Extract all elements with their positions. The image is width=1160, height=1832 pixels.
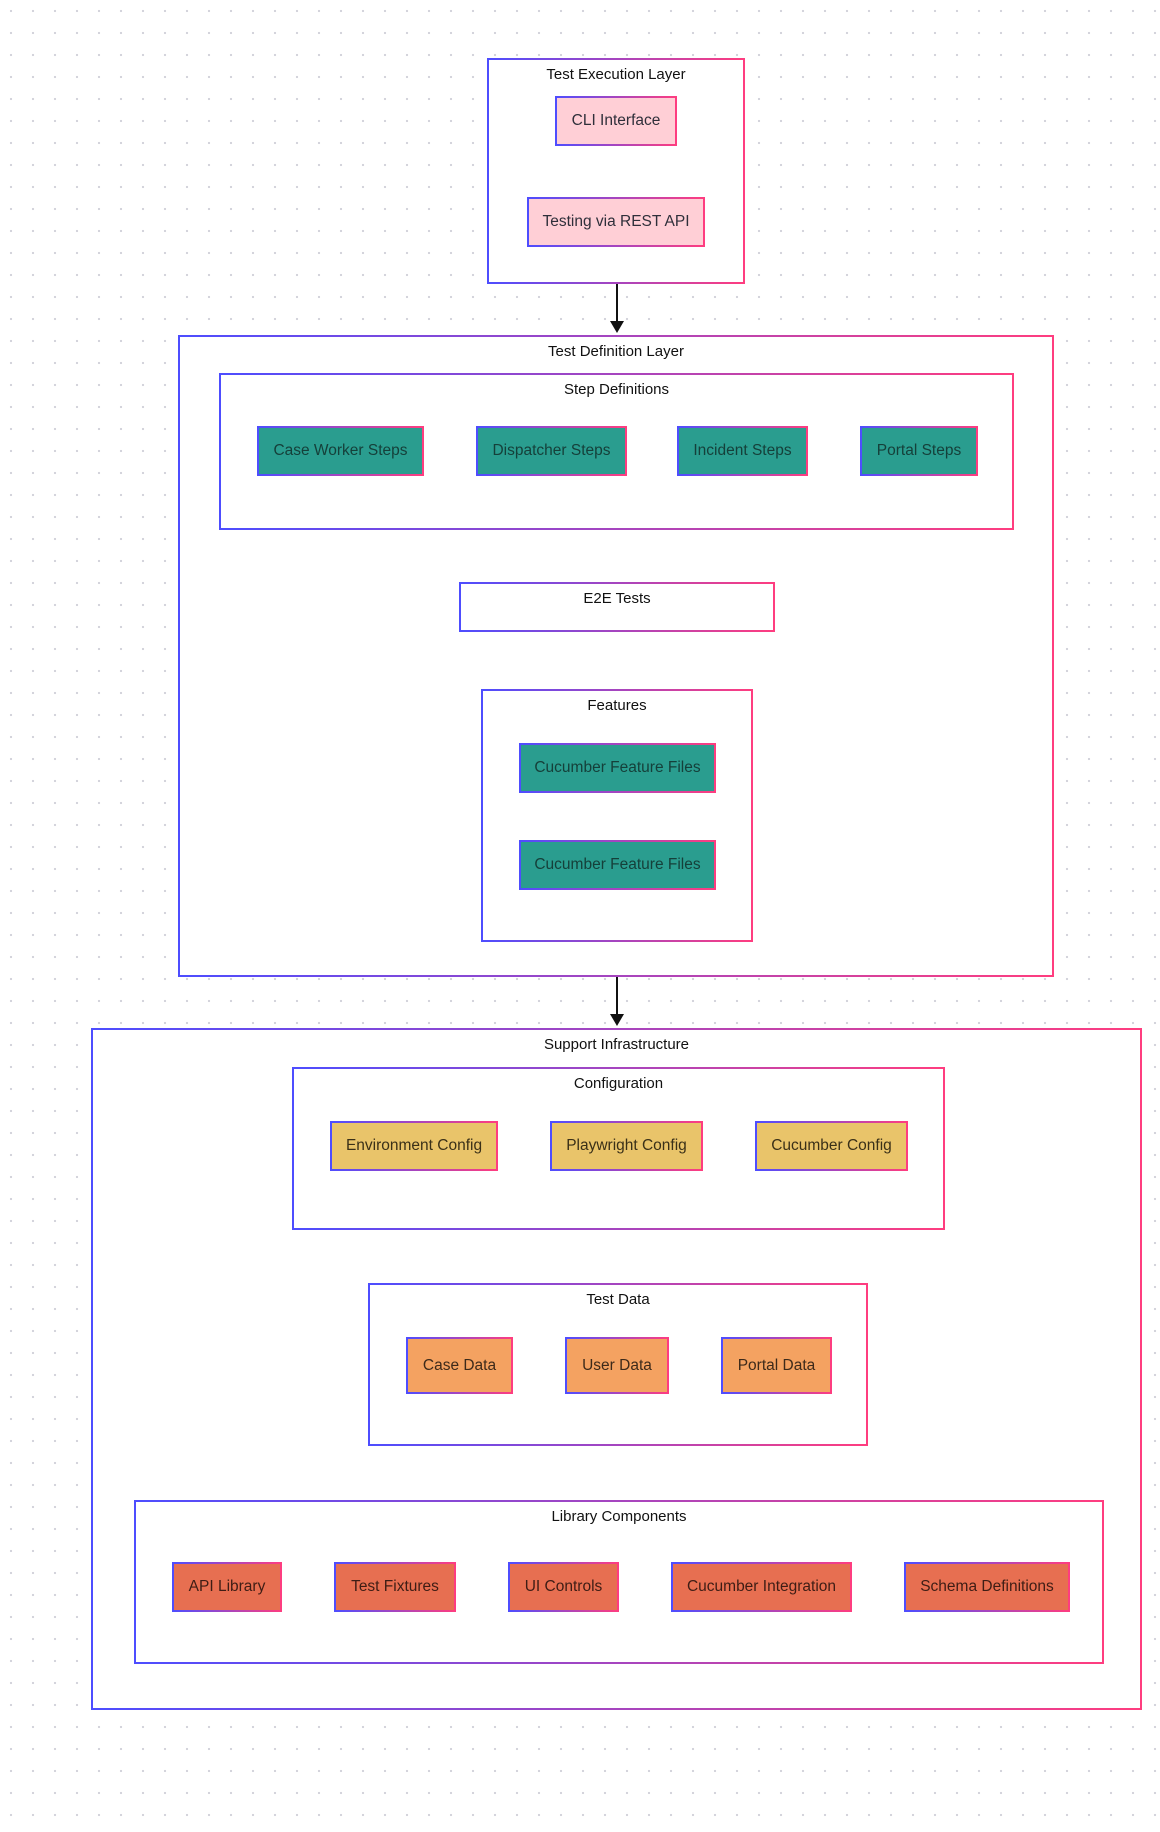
test-execution-layer-title: Test Execution Layer xyxy=(546,66,686,83)
definition-to-support-arrow xyxy=(610,977,624,1026)
cucumber-config-node[interactable]: Cucumber Config xyxy=(755,1121,908,1171)
schema-definitions-node[interactable]: Schema Definitions xyxy=(904,1562,1070,1612)
rest-api-testing-node[interactable]: Testing via REST API xyxy=(527,197,705,247)
execution-to-definition-arrow xyxy=(610,284,624,333)
library-components-title: Library Components xyxy=(551,1508,687,1525)
test-data-group: Test Data Case Data User Data Portal Dat… xyxy=(368,1283,868,1446)
environment-config-node[interactable]: Environment Config xyxy=(330,1121,498,1171)
library-components-group: Library Components API Library Test Fixt… xyxy=(134,1500,1104,1664)
dispatcher-steps-node[interactable]: Dispatcher Steps xyxy=(476,426,627,476)
configuration-group: Configuration Environment Config Playwri… xyxy=(292,1067,945,1230)
test-definition-layer-title: Test Definition Layer xyxy=(548,343,684,360)
api-library-node[interactable]: API Library xyxy=(172,1562,282,1612)
configuration-title: Configuration xyxy=(573,1075,664,1092)
case-data-node[interactable]: Case Data xyxy=(406,1337,513,1394)
portal-data-node[interactable]: Portal Data xyxy=(721,1337,832,1394)
playwright-config-node[interactable]: Playwright Config xyxy=(550,1121,703,1171)
cucumber-feature-files-node[interactable]: Cucumber Feature Files xyxy=(519,840,716,890)
case-worker-steps-node[interactable]: Case Worker Steps xyxy=(257,426,424,476)
features-title: Features xyxy=(587,697,647,714)
incident-steps-node[interactable]: Incident Steps xyxy=(677,426,808,476)
e2e-tests-group: E2E Tests xyxy=(459,582,775,632)
e2e-tests-title: E2E Tests xyxy=(583,590,651,607)
cucumber-integration-node[interactable]: Cucumber Integration xyxy=(671,1562,852,1612)
cli-interface-node[interactable]: CLI Interface xyxy=(555,96,677,146)
test-data-title: Test Data xyxy=(586,1291,650,1308)
support-infrastructure-title: Support Infrastructure xyxy=(543,1036,690,1053)
step-definitions-group: Step Definitions Case Worker Steps Dispa… xyxy=(219,373,1014,530)
test-execution-layer: Test Execution Layer CLI Interface Testi… xyxy=(487,58,745,284)
step-definitions-title: Step Definitions xyxy=(563,381,670,398)
support-infrastructure: Support Infrastructure Configuration Env… xyxy=(91,1028,1142,1710)
test-definition-layer: Test Definition Layer Step Definitions C… xyxy=(178,335,1054,977)
ui-controls-node[interactable]: UI Controls xyxy=(508,1562,619,1612)
test-fixtures-node[interactable]: Test Fixtures xyxy=(334,1562,456,1612)
user-data-node[interactable]: User Data xyxy=(565,1337,669,1394)
portal-steps-node[interactable]: Portal Steps xyxy=(860,426,978,476)
features-group: Features Cucumber Feature Files Cucumber… xyxy=(481,689,753,942)
cucumber-feature-files-node[interactable]: Cucumber Feature Files xyxy=(519,743,716,793)
